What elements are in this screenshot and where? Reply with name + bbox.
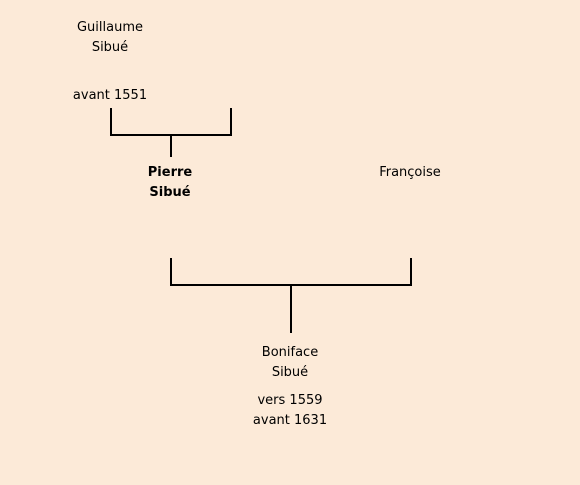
last-name: Sibué bbox=[91, 40, 129, 55]
death-date-guillaume: avant 1551 bbox=[72, 88, 148, 103]
connector-right-top bbox=[230, 108, 232, 136]
connector-right-couple bbox=[410, 258, 412, 286]
connector-horizontal-couple bbox=[170, 284, 412, 286]
person-boniface-sibue[interactable]: Boniface Sibué bbox=[240, 343, 340, 383]
person-francoise[interactable]: Françoise bbox=[360, 163, 460, 183]
death-date: avant 1631 bbox=[252, 413, 328, 428]
birth-date: vers 1559 bbox=[257, 393, 323, 408]
person-pierre-sibue[interactable]: Pierre Sibué bbox=[120, 163, 220, 203]
first-name: Guillaume bbox=[76, 20, 143, 35]
last-name: Sibué bbox=[271, 365, 309, 380]
connector-left-couple bbox=[170, 258, 172, 286]
connector-horizontal-top bbox=[110, 134, 232, 136]
first-name: Françoise bbox=[379, 165, 441, 180]
first-name: Pierre bbox=[147, 165, 193, 180]
last-name: Sibué bbox=[149, 185, 191, 200]
connector-left-top bbox=[110, 108, 112, 136]
connector-down-top bbox=[170, 136, 172, 157]
person-guillaume-sibue[interactable]: Guillaume Sibué bbox=[60, 18, 160, 58]
connector-down-couple bbox=[290, 286, 292, 333]
life-dates-boniface: vers 1559 avant 1631 bbox=[240, 391, 340, 431]
first-name: Boniface bbox=[261, 345, 319, 360]
